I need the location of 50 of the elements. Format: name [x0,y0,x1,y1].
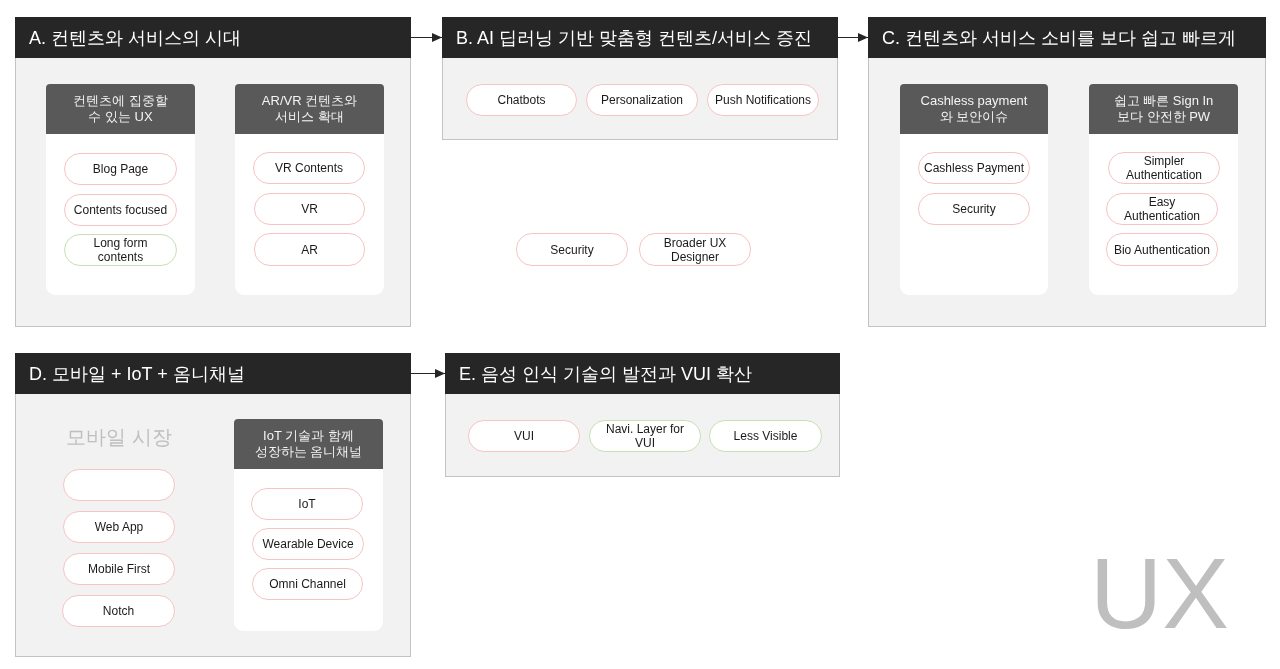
tag-pill: Broader UX Designer [639,233,751,266]
tag-pill: Wearable Device [252,528,364,560]
card-header: Cashless payment 와 보안이슈 [900,84,1048,134]
category-card [1089,84,1238,295]
tag-pill: Web App [63,511,175,543]
card-header: AR/VR 컨텐츠와 서비스 확대 [235,84,384,134]
tag-pill: Personalization [586,84,698,116]
tag-pill: Blog Page [64,153,177,185]
tag-pill: Contents focused [64,194,177,226]
tag-pill: Cashless Payment [918,152,1030,184]
card-header: IoT 기술과 함께 성장하는 옴니채널 [234,419,383,469]
tag-pill: VUI [468,420,580,452]
section-panel [445,353,840,477]
tag-pill: Omni Channel [252,568,363,600]
large-caption: UX [1090,543,1229,643]
section-panel [868,17,1266,327]
section-panel [15,17,411,327]
section-header: A. 컨텐츠와 서비스의 시대 [15,17,411,58]
tag-pill: Simpler Authentication [1108,152,1220,184]
tag-pill: Push Notifications [707,84,819,116]
section-header: B. AI 딥러닝 기반 맞춤형 컨텐츠/서비스 증진 [442,17,838,58]
tag-pill: VR Contents [253,152,365,184]
tag-pill: Security [516,233,628,266]
tag-pill: Long form contents [64,234,177,266]
category-card [235,84,384,295]
section-header: E. 음성 인식 기술의 발전과 VUI 확산 [445,353,840,394]
category-card [900,84,1048,295]
section-panel [442,17,838,140]
tag-pill: Mobile First [63,553,175,585]
tag-pill: Chatbots [466,84,577,116]
section-header: D. 모바일 + IoT + 옴니채널 [15,353,411,394]
tag-pill: IoT [251,488,363,520]
card-header: 컨텐츠에 집중할 수 있는 UX [46,84,195,134]
arrow [410,369,446,378]
category-card [234,419,383,631]
tag-pill: Easy Authentication [1106,193,1218,225]
category-card [46,84,195,295]
arrow [837,33,869,42]
tag-pill: AR [254,233,365,266]
section-header: C. 컨텐츠와 서비스 소비를 보다 쉽고 빠르게 [868,17,1266,58]
tag-pill: Notch [62,595,175,627]
tag-pill: VR [254,193,365,225]
tag-pill: Navi. Layer for VUI [589,420,701,452]
empty-pill [63,469,175,501]
tag-pill: Security [918,193,1030,225]
tag-pill: Less Visible [709,420,822,452]
tag-pill: Bio Authentication [1106,233,1218,266]
card-header: 쉽고 빠른 Sign In 보다 안전한 PW [1089,84,1238,134]
arrow [410,33,443,42]
section-panel [15,353,411,657]
